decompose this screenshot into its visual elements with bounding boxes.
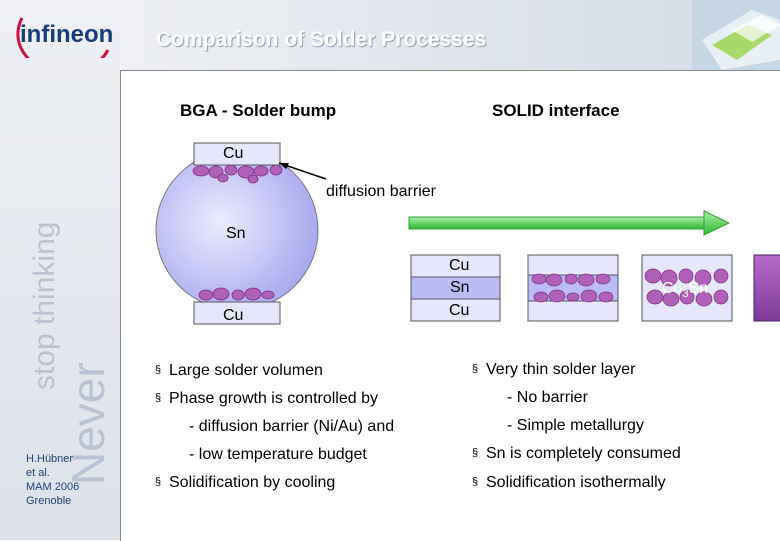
intermetallic-bottom — [198, 287, 275, 301]
reacted-stack — [641, 254, 733, 322]
svg-text:Never: Never — [62, 362, 114, 485]
credit-line: H.Hübner — [26, 453, 74, 465]
credit-line: Grenoble — [26, 495, 72, 507]
bump-cu-bottom-label: Cu — [223, 307, 244, 324]
credit-line: MAM 2006 — [26, 481, 80, 493]
header-decoration-image — [692, 0, 780, 70]
bump-cu-top-label: Cu — [223, 145, 244, 162]
bullet-icon: § — [472, 447, 479, 459]
logo-text: infineon — [20, 21, 113, 48]
stack-cu-bottom-label: Cu — [449, 302, 470, 319]
author-credit: H.Hübner et al. MAM 2006 Grenoble — [26, 452, 79, 508]
left-sidebar-band — [0, 0, 120, 540]
solid-interface-heading: SOLID interface — [492, 101, 620, 120]
cu3sn-label: Cu3Sn — [662, 280, 709, 301]
bullet-icon: § — [155, 392, 162, 404]
list-item: §Solidification isothermally — [472, 474, 666, 491]
infineon-logo: infineon — [16, 17, 113, 58]
bullet-icon: § — [472, 476, 479, 488]
stack-cu-bottom — [410, 298, 501, 322]
svg-text:stop thinking: stop thinking — [28, 222, 61, 390]
bullet-icon: § — [155, 364, 162, 376]
cu3sn-result — [753, 254, 780, 322]
progress-arrow — [408, 216, 705, 230]
bullet-icon: § — [155, 476, 162, 488]
header-band — [120, 0, 780, 70]
stack-sn-label: Sn — [450, 279, 470, 296]
list-item: - low temperature budget — [189, 446, 367, 463]
list-item: §Phase growth is controlled by — [155, 390, 378, 407]
slide-title: Comparison of Solder Processes — [156, 28, 487, 51]
list-item: - Simple metallurgy — [507, 417, 644, 434]
intermetallic-top — [192, 164, 283, 184]
list-item: - diffusion barrier (Ni/Au) and — [189, 418, 395, 435]
list-item: - No barrier — [507, 389, 588, 406]
bga-heading: BGA - Solder bump — [180, 101, 337, 120]
tagline-watermark: Never stop thinking — [28, 222, 114, 485]
list-item: §Very thin solder layer — [472, 361, 636, 378]
list-item: §Solidification by cooling — [155, 474, 336, 491]
bump-sn-label: Sn — [226, 225, 246, 242]
credit-line: et al. — [26, 467, 50, 479]
slide-content: BGA - Solder bump SOLID interface Cu dif… — [120, 70, 780, 541]
cu-top-pad — [193, 142, 281, 166]
solder-diagram — [155, 142, 780, 325]
list-item: §Sn is completely consumed — [472, 445, 681, 462]
bullet-icon: § — [472, 363, 479, 375]
stack-cu-top-label: Cu — [449, 257, 470, 274]
list-item: §Large solder volumen — [155, 362, 323, 379]
diffusion-barrier-label: diffusion barrier — [326, 183, 436, 200]
cu-bottom-pad — [193, 301, 281, 325]
